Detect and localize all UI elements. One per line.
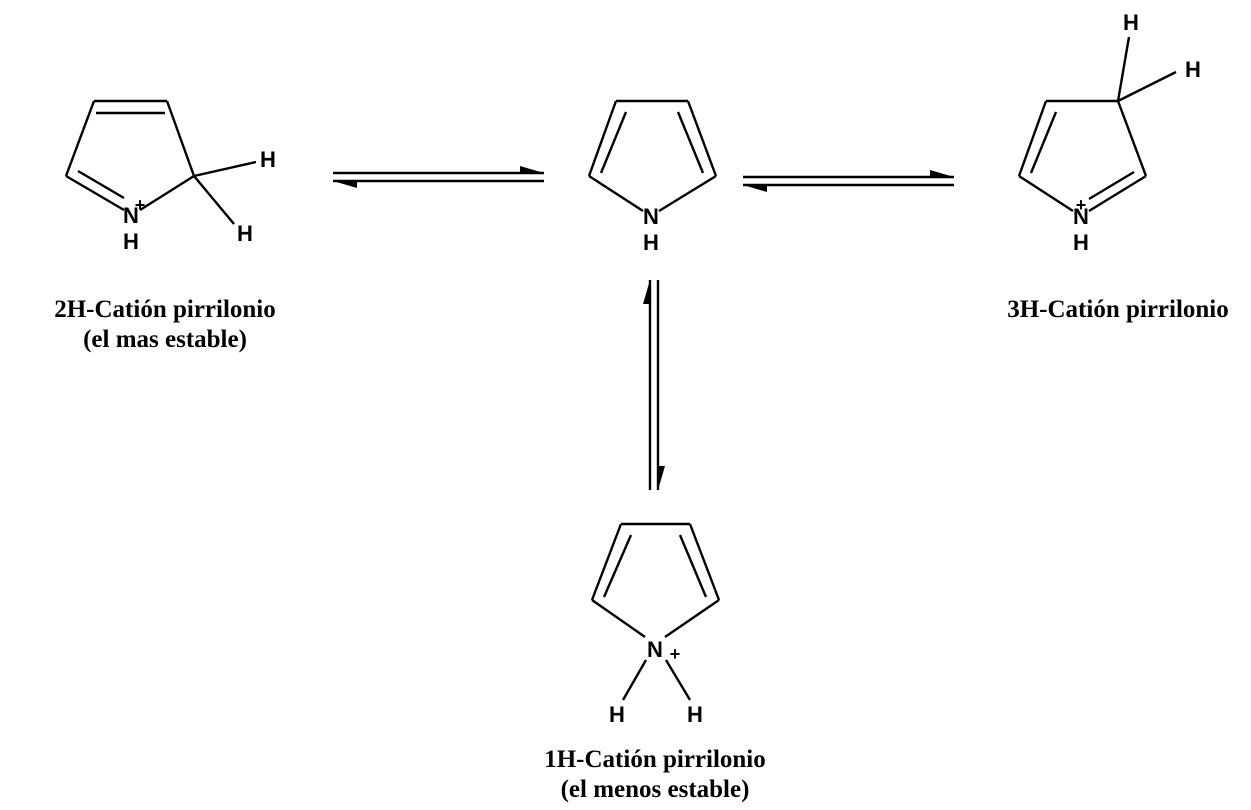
equilibrium-arrow-down: [643, 280, 665, 490]
molecule-3h-cation: N + H H H: [1017, 10, 1201, 255]
caption-2h-name: 2H-Catión pirrilonio: [54, 296, 276, 323]
ring-bonds: [590, 522, 721, 701]
nitrogen-atom-label: N: [123, 203, 139, 228]
caption-1h-note: (el menos estable): [560, 776, 750, 803]
caption-2h-note: (el mas estable): [83, 326, 247, 353]
caption-3h-name: 3H-Catión pirrilonio: [1007, 296, 1229, 323]
ring-bonds: [587, 99, 718, 213]
caption-1h-name: 1H-Catión pirrilonio: [544, 746, 766, 773]
molecule-2h-cation: N + H H H: [64, 99, 276, 254]
hydrogen-atom-label: H: [260, 147, 276, 172]
equilibrium-arrow-left: [333, 166, 544, 188]
positive-charge: +: [670, 644, 681, 664]
molecule-1h-cation: N + H H: [590, 522, 721, 727]
hydrogen-atom-label: H: [1073, 230, 1089, 255]
ring-bonds: [1017, 36, 1177, 213]
hydrogen-atom-label: H: [1123, 10, 1139, 35]
hydrogen-atom-label: H: [609, 702, 625, 727]
caption-3h-cation: 3H-Catión pirrilonio: [990, 295, 1246, 325]
positive-charge: +: [135, 195, 146, 215]
nitrogen-atom-label: N: [643, 204, 659, 229]
nitrogen-atom-label: N: [647, 637, 663, 662]
hydrogen-atom-label: H: [123, 229, 139, 254]
caption-2h-cation: 2H-Catión pirrilonio (el mas estable): [20, 295, 310, 355]
equilibrium-arrow-right: [743, 170, 954, 192]
positive-charge: +: [1076, 195, 1087, 215]
molecule-pyrrole: N H: [587, 99, 718, 255]
hydrogen-atom-label: H: [687, 702, 703, 727]
ring-bonds: [64, 99, 257, 225]
nitrogen-atom-label: N: [1073, 204, 1089, 229]
hydrogen-atom-label: H: [1185, 57, 1201, 82]
hydrogen-atom-label: H: [237, 221, 253, 246]
caption-1h-cation: 1H-Catión pirrilonio (el menos estable): [505, 745, 805, 805]
hydrogen-atom-label: H: [643, 230, 659, 255]
